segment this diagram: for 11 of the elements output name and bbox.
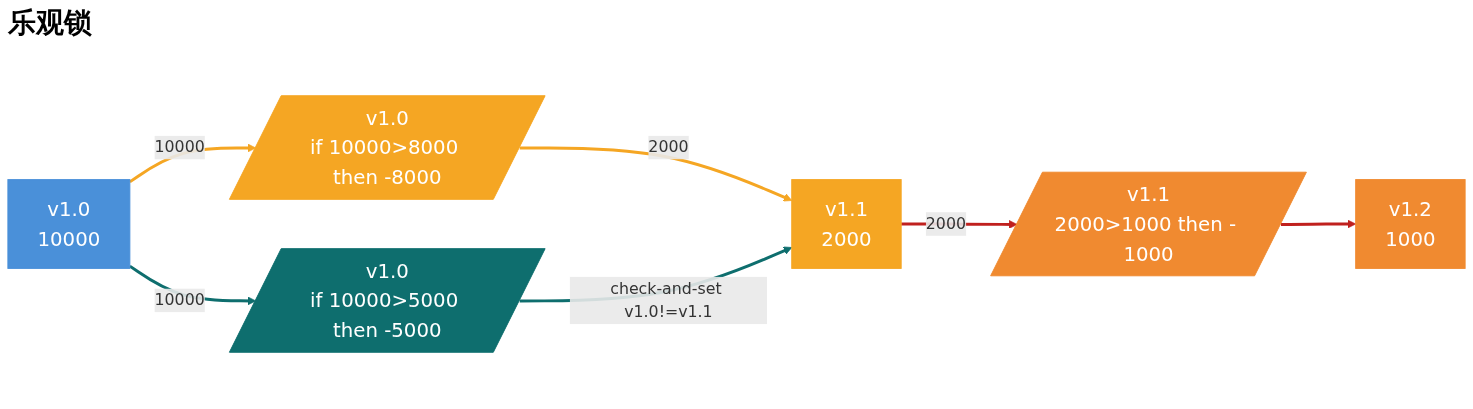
diagram-title: 乐观锁 xyxy=(8,5,92,41)
node-box: v1.1 2000 xyxy=(791,179,902,269)
node-box: v1.2 1000 xyxy=(1355,179,1466,269)
edge-label: 2000 xyxy=(925,214,966,233)
edge-label: 2000 xyxy=(648,137,689,157)
node-box: v1.0 10000 xyxy=(7,179,131,269)
edge-label: 10000 xyxy=(154,290,205,310)
edge-label: check-and-set v1.0!=v1.1 xyxy=(610,278,722,322)
arrow xyxy=(519,146,793,202)
arrow xyxy=(1280,219,1357,229)
edge-label: 10000 xyxy=(154,137,205,157)
